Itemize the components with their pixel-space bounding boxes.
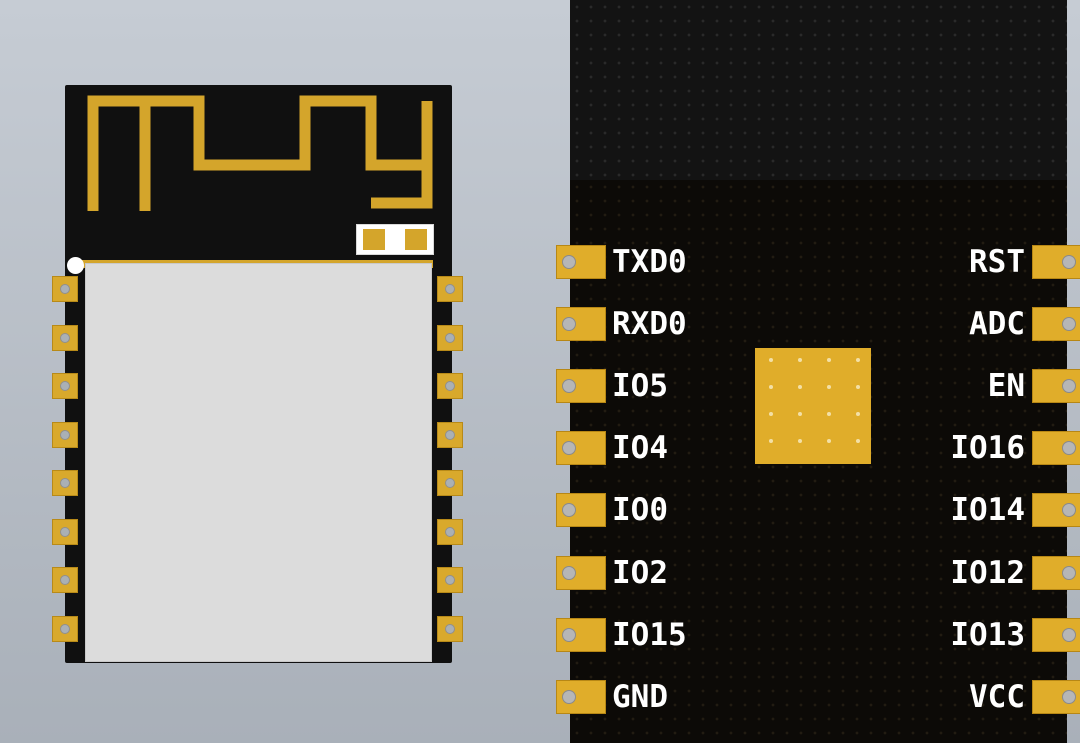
ground-thermal-pad [755, 348, 871, 464]
pin-label-io12: IO12 [950, 555, 1025, 591]
thermal-via [856, 412, 860, 416]
pin-label-en: EN [987, 368, 1025, 404]
thermal-via [798, 358, 802, 362]
pad-txd0 [556, 245, 606, 279]
castellation-pad-left-2 [52, 324, 78, 351]
pad-io0 [556, 493, 606, 527]
thermal-via [856, 358, 860, 362]
thermal-via [769, 412, 773, 416]
pin-label-io16: IO16 [950, 430, 1025, 466]
thermal-via [769, 358, 773, 362]
castellation-pad-left-4 [52, 421, 78, 448]
castellation-pad-left-8 [52, 615, 78, 642]
pad-io14 [1032, 493, 1080, 527]
pad-io12 [1032, 556, 1080, 590]
thermal-via [827, 385, 831, 389]
pin-label-vcc: VCC [969, 679, 1025, 715]
pin-label-io2: IO2 [612, 555, 668, 591]
pinout-bottom-view: TXD0 RXD0 IO5 IO4 IO0 IO2 IO15 GND RST A… [556, 0, 1080, 743]
pin-label-gnd: GND [612, 679, 668, 715]
castellation-pad-left-5 [52, 470, 78, 496]
thermal-via [827, 412, 831, 416]
pad-io13 [1032, 618, 1080, 652]
castellation-pad-left-3 [52, 373, 78, 399]
pad-rst [1032, 245, 1080, 279]
pad-io5 [556, 369, 606, 403]
pin-label-io0: IO0 [612, 492, 668, 528]
pin-label-io15: IO15 [612, 617, 687, 653]
smd-led-component [356, 224, 434, 255]
castellation-pad-right-5 [437, 470, 463, 496]
castellation-pad-left-7 [52, 567, 78, 593]
castellation-pad-right-3 [437, 373, 463, 399]
thermal-via [769, 439, 773, 443]
thermal-via [769, 385, 773, 389]
pin-label-rxd0: RXD0 [612, 306, 687, 342]
pin-label-txd0: TXD0 [612, 244, 687, 280]
thermal-via [856, 385, 860, 389]
pin-label-io14: IO14 [950, 492, 1025, 528]
pad-adc [1032, 307, 1080, 341]
castellation-pad-right-2 [437, 324, 463, 351]
castellation-pad-right-1 [437, 276, 463, 302]
pin-label-io13: IO13 [950, 617, 1025, 653]
thermal-via [827, 358, 831, 362]
castellation-pad-right-8 [437, 615, 463, 642]
castellation-pad-right-6 [437, 518, 463, 545]
thermal-via [798, 439, 802, 443]
castellation-pad-right-7 [437, 567, 463, 593]
rf-shield-can [85, 263, 432, 662]
thermal-via [827, 439, 831, 443]
pcb-trace-antenna [87, 95, 433, 211]
thermal-via [798, 385, 802, 389]
pin-label-io4: IO4 [612, 430, 668, 466]
castellation-pad-left-6 [52, 518, 78, 545]
pad-gnd [556, 680, 606, 714]
thermal-via [856, 439, 860, 443]
module-top-view [0, 0, 520, 743]
pin-label-rst: RST [969, 244, 1025, 280]
pad-io15 [556, 618, 606, 652]
pad-rxd0 [556, 307, 606, 341]
pin-label-io5: IO5 [612, 368, 668, 404]
pad-io16 [1032, 431, 1080, 465]
castellation-pad-right-4 [437, 421, 463, 448]
pad-io4 [556, 431, 606, 465]
pad-io2 [556, 556, 606, 590]
pad-en [1032, 369, 1080, 403]
pad-vcc [1032, 680, 1080, 714]
pin1-marker-dot [67, 257, 84, 274]
pin-label-adc: ADC [969, 306, 1025, 342]
castellation-pad-left-1 [52, 276, 78, 302]
thermal-via [798, 412, 802, 416]
